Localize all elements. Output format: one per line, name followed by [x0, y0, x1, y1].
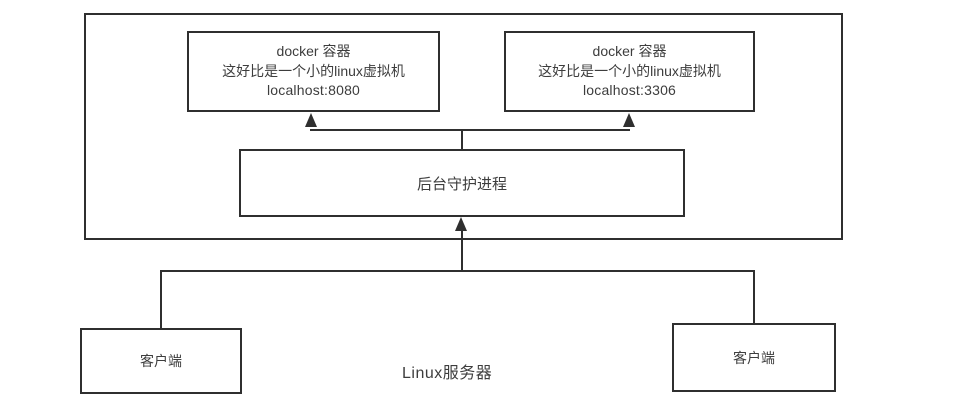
daemon-process-box: 后台守护进程 [239, 149, 685, 217]
container-description: 这好比是一个小的linux虚拟机 [538, 62, 721, 79]
left-client-connector-line [160, 270, 162, 328]
client-label: 客户端 [140, 353, 182, 369]
arrow-up-icon [623, 113, 635, 127]
arrow-up-icon [455, 217, 467, 231]
right-client-connector-line [753, 270, 755, 323]
daemon-top-stem-line [461, 130, 463, 150]
clients-to-daemon-line [160, 270, 755, 272]
arrow-up-icon [305, 113, 317, 127]
docker-container-box-3306: docker 容器 这好比是一个小的linux虚拟机 localhost:330… [504, 31, 755, 112]
docker-container-box-8080: docker 容器 这好比是一个小的linux虚拟机 localhost:808… [187, 31, 440, 112]
client-box-left: 客户端 [80, 328, 242, 394]
linux-server-boundary [84, 13, 843, 240]
container-description: 这好比是一个小的linux虚拟机 [222, 62, 405, 79]
client-box-right: 客户端 [672, 323, 836, 392]
linux-server-label: Linux服务器 [402, 365, 493, 382]
container-address: localhost:8080 [266, 82, 361, 99]
daemon-label: 后台守护进程 [416, 175, 507, 193]
daemon-to-containers-line [310, 129, 630, 131]
container-title: docker 容器 [592, 43, 667, 60]
daemon-bottom-stem-line [461, 229, 463, 272]
client-label: 客户端 [733, 349, 775, 366]
container-address: localhost:3306 [582, 82, 677, 99]
container-title: docker 容器 [276, 43, 351, 60]
